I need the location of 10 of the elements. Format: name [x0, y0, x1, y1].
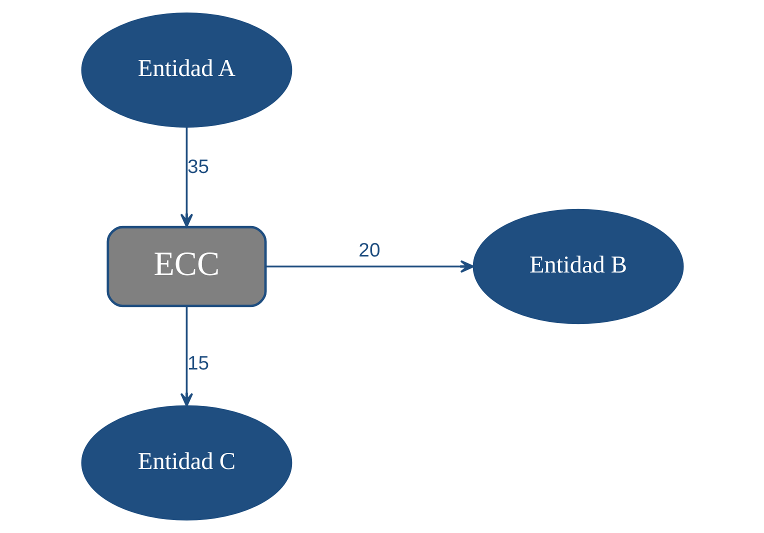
edge-label: 20: [358, 240, 380, 262]
arrow: [180, 306, 193, 407]
edge-label: 35: [186, 156, 209, 178]
node-ellipse: Entidad C: [80, 405, 292, 520]
arrow: [265, 260, 474, 273]
node-box: ECC: [106, 226, 266, 308]
edge-label: 15: [186, 352, 209, 374]
arrow: [180, 127, 193, 228]
node-ellipse: Entidad B: [472, 208, 684, 324]
node-ellipse: Entidad A: [80, 12, 292, 128]
